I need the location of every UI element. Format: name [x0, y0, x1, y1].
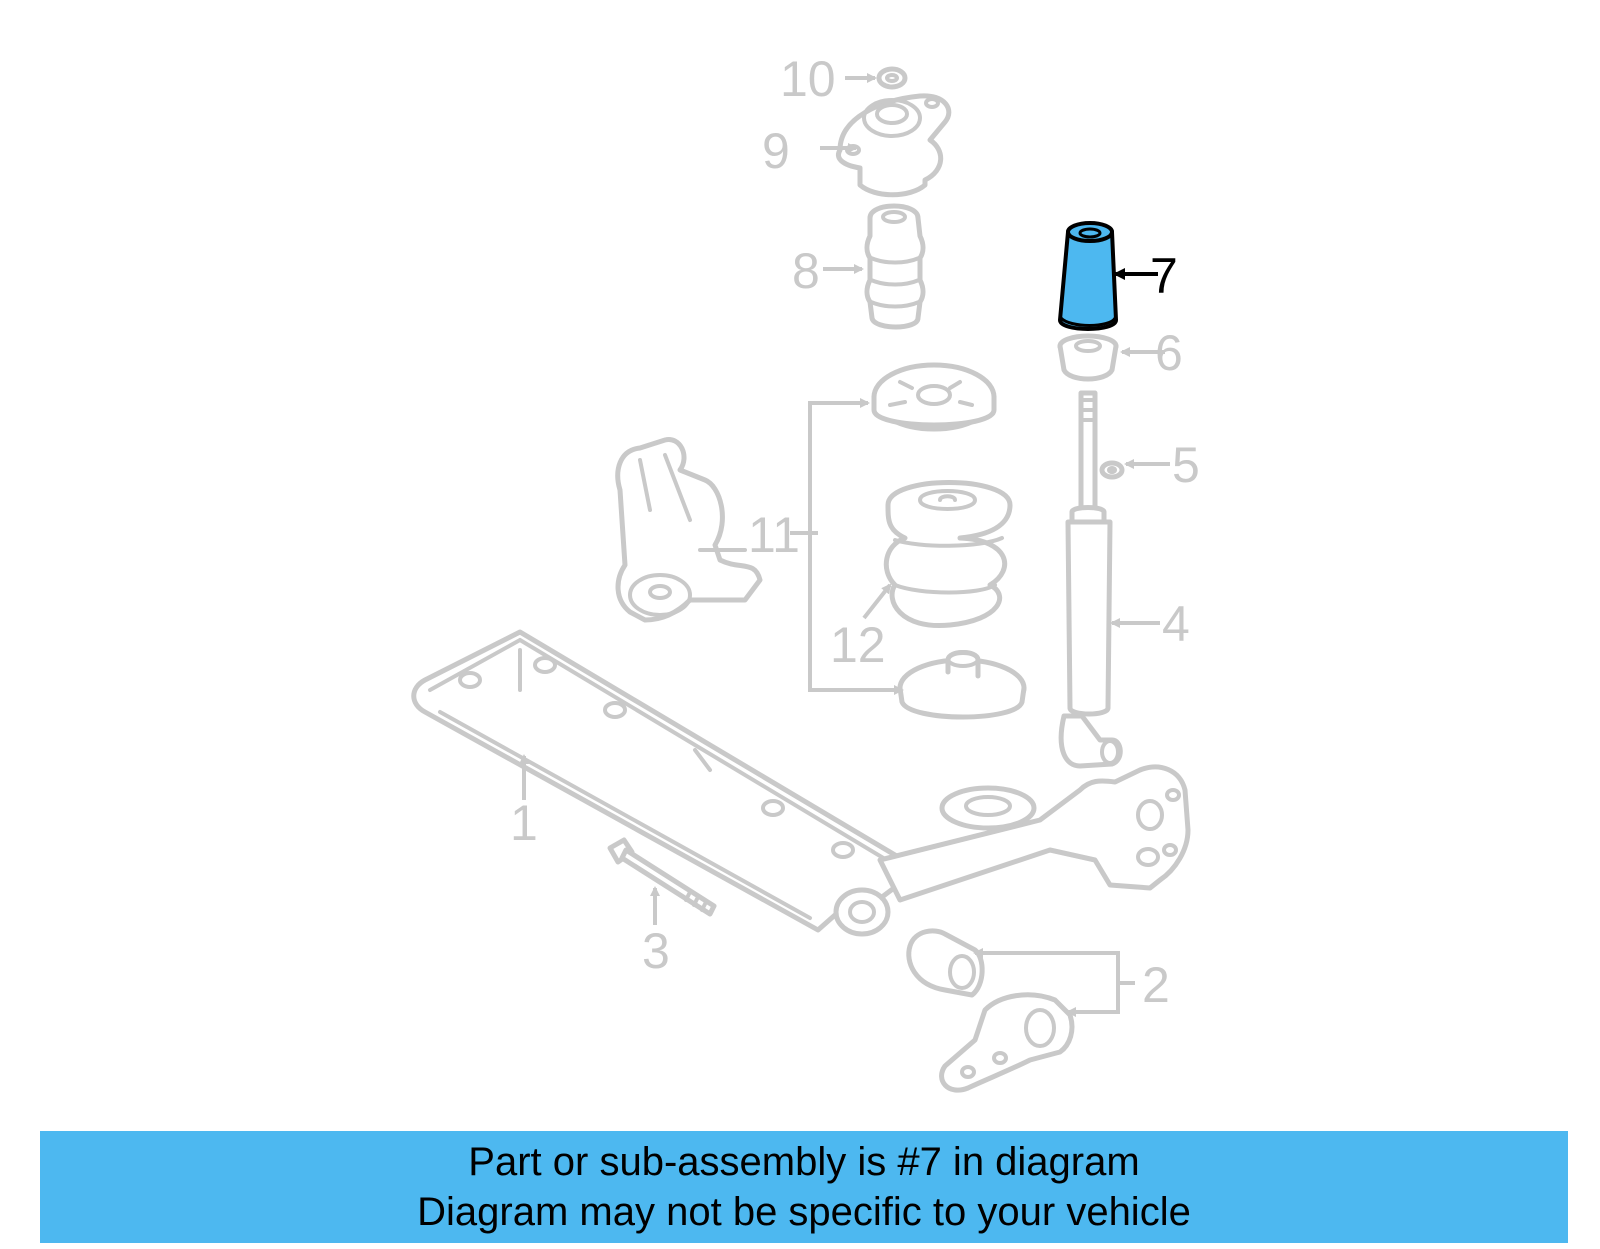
callout-5: 5 [1172, 437, 1200, 493]
part-4-shock-absorber[interactable] [1058, 390, 1123, 769]
banner-line-1: Part or sub-assembly is #7 in diagram [468, 1140, 1140, 1184]
callout-9: 9 [762, 123, 790, 179]
part-2-bushing[interactable] [906, 928, 985, 998]
part-7-highlighted[interactable] [1058, 221, 1118, 331]
part-8-bump-stop[interactable] [864, 203, 926, 330]
part-5-clip[interactable] [1099, 460, 1125, 480]
part-3-bolt[interactable] [607, 837, 717, 917]
part-11-lower-spring-seat[interactable] [897, 650, 1027, 720]
callout-2: 2 [1142, 957, 1170, 1013]
callout-12: 12 [830, 617, 886, 673]
callout-10: 10 [780, 51, 836, 107]
part-11-upper-spring-seat[interactable] [871, 362, 997, 432]
callout-6: 6 [1155, 325, 1183, 381]
part-12-coil-spring[interactable] [883, 480, 1013, 629]
callout-7[interactable]: 7 [1150, 248, 1178, 304]
part-10-nut[interactable] [876, 66, 908, 90]
callout-3: 3 [642, 923, 670, 979]
callout-8: 8 [792, 243, 820, 299]
callout-1: 1 [510, 795, 538, 851]
part-6-bushing[interactable] [1057, 333, 1119, 382]
callout-4: 4 [1162, 596, 1190, 652]
leader-lines [519, 73, 1170, 1017]
part-9-strut-mount[interactable] [835, 93, 952, 198]
part-2-bracket[interactable] [939, 992, 1075, 1093]
info-banner: Part or sub-assembly is #7 in diagram Di… [40, 1131, 1568, 1243]
part-1-axle-beam[interactable] [411, 437, 1191, 937]
banner-line-2: Diagram may not be specific to your vehi… [417, 1190, 1191, 1234]
callout-11: 11 [748, 507, 800, 563]
